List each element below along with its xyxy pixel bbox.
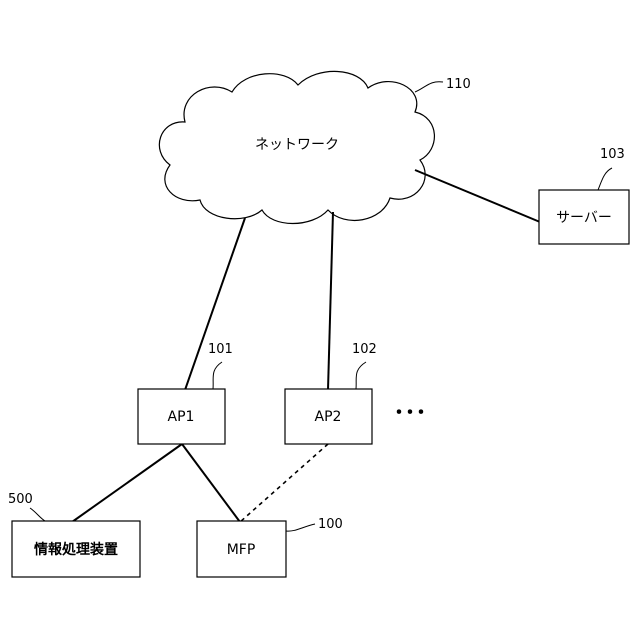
leader-103 [598, 168, 612, 190]
ap2-label: AP2 [315, 409, 342, 425]
server-ref: 103 [600, 147, 625, 162]
link-cloud-ap1 [185, 218, 245, 390]
link-ap1-mfp [182, 444, 240, 522]
ap1-ref: 101 [208, 342, 233, 357]
ap2-ref: 102 [352, 342, 377, 357]
network-ref: 110 [446, 77, 471, 92]
leader-500 [30, 508, 45, 521]
leader-101 [213, 362, 222, 389]
server-label: サーバー [556, 210, 612, 226]
link-ap1-info [72, 444, 182, 522]
link-ap2-mfp-wireless [240, 444, 328, 522]
leader-110 [415, 82, 443, 92]
link-cloud-server [415, 170, 540, 222]
ellipsis: ･･･ [393, 401, 426, 426]
mfp-ref: 100 [318, 517, 343, 532]
mfp-label: MFP [227, 542, 256, 558]
network-label: ネットワーク [255, 137, 339, 153]
leader-100 [286, 524, 315, 531]
info-device-ref: 500 [8, 492, 33, 507]
leader-102 [356, 362, 366, 389]
link-cloud-ap2 [328, 212, 333, 390]
info-device-label: 情報処理装置 [34, 541, 118, 558]
ap1-label: AP1 [168, 409, 195, 425]
